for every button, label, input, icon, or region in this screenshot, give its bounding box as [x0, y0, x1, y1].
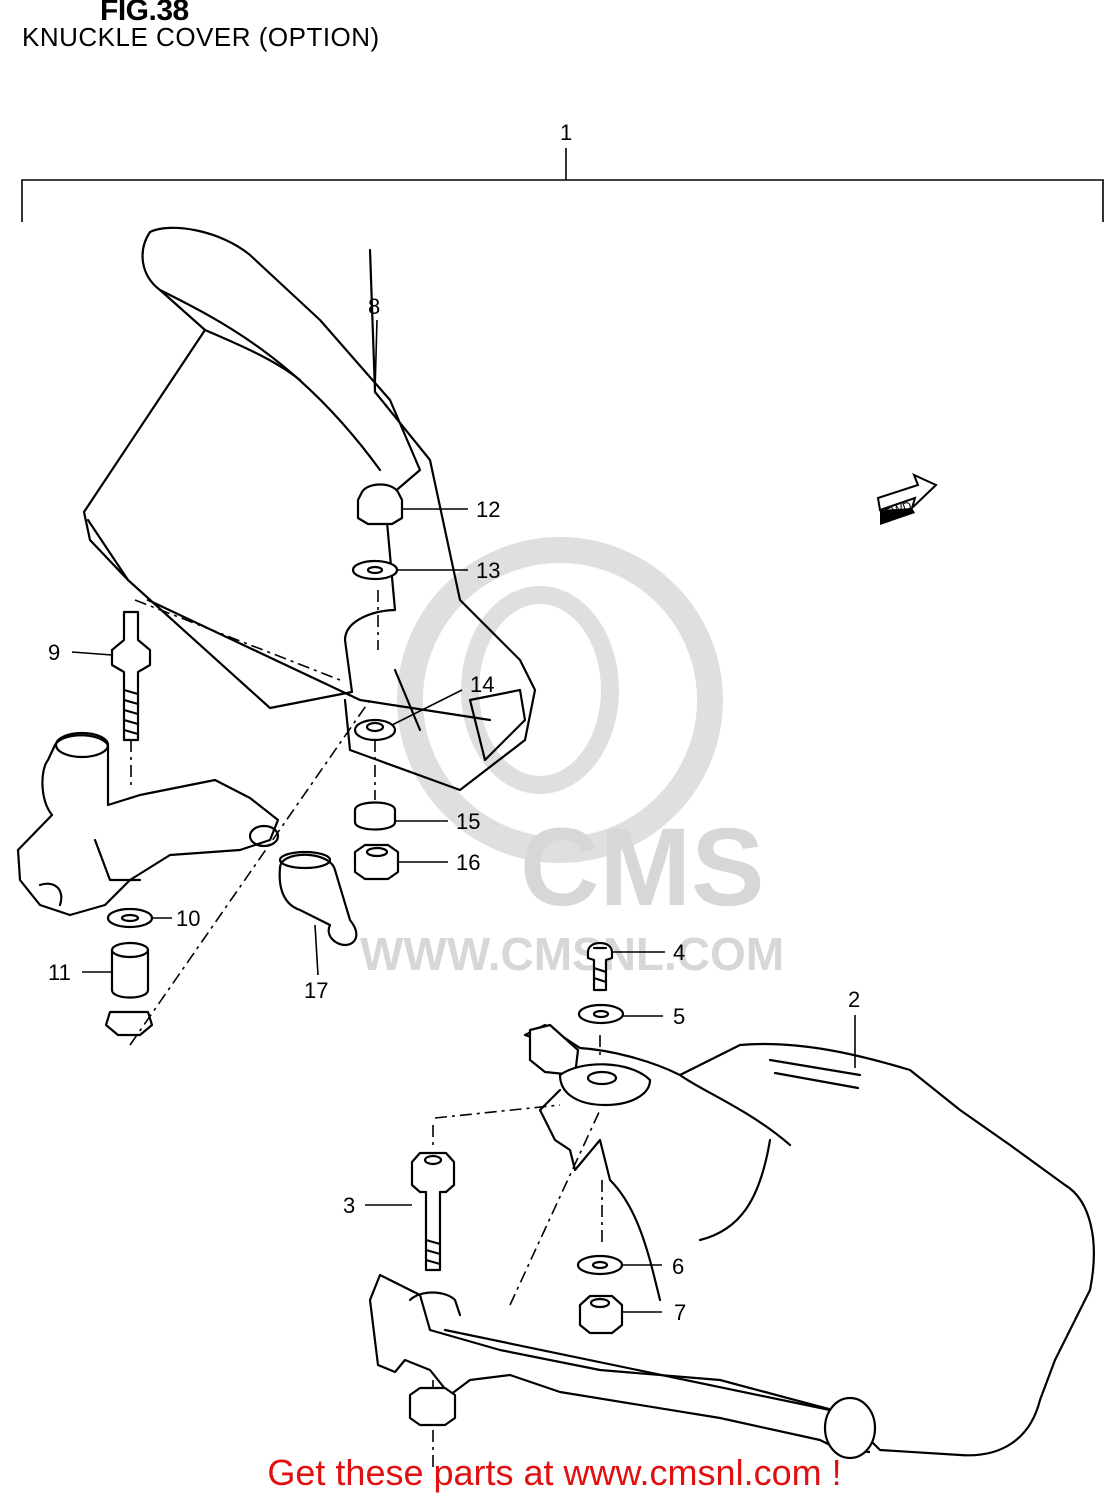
screw-4 — [586, 941, 614, 992]
bolt-3 — [410, 1151, 456, 1272]
callout-12: 12 — [476, 497, 500, 522]
callout-14: 14 — [470, 672, 494, 697]
forward-arrow-icon: FWD — [876, 473, 938, 525]
callout-9: 9 — [48, 640, 60, 665]
callout-labels: 1 2 3 4 5 6 7 8 9 10 11 12 13 14 15 16 1… — [48, 120, 860, 1325]
lower-knuckle-cover — [368, 1023, 1095, 1460]
figure-subtitle: KNUCKLE COVER (OPTION) — [22, 22, 380, 52]
figure-title: FIG.38 — [100, 0, 189, 27]
assembly-bracket — [21, 148, 1104, 222]
nut-7 — [578, 1294, 624, 1335]
washer-10 — [106, 907, 154, 929]
grommet-17 — [278, 850, 358, 947]
lower-bracket — [528, 1023, 652, 1107]
washer-15 — [353, 801, 397, 831]
callout-15: 15 — [456, 809, 480, 834]
callout-17: 17 — [304, 978, 328, 1003]
callout-1: 1 — [560, 120, 572, 145]
bushing-14 — [353, 718, 397, 742]
mounting-block — [16, 731, 280, 917]
watermark-brand: CMS — [520, 806, 764, 929]
stud-bolt — [110, 610, 152, 790]
callout-8: 8 — [368, 294, 380, 319]
washer-5 — [577, 1003, 625, 1025]
callout-11: 11 — [48, 960, 71, 985]
footer-link-text[interactable]: Get these parts at www.cmsnl.com ! — [267, 1452, 842, 1493]
washer-6 — [576, 1254, 624, 1276]
callout-5: 5 — [673, 1004, 685, 1029]
nut-16 — [353, 843, 400, 881]
upper-knuckle-cover — [82, 226, 537, 792]
washer-13 — [351, 559, 399, 581]
watermark-url: WWW.CMSNL.COM — [360, 928, 784, 980]
cmsnl-watermark: CMS WWW.CMSNL.COM — [360, 537, 784, 980]
callout-6: 6 — [672, 1254, 684, 1279]
leader-lines — [71, 319, 856, 1313]
cap-nut-12 — [356, 483, 404, 526]
collar-11 — [110, 941, 150, 999]
callout-4: 4 — [673, 940, 685, 965]
callout-10: 10 — [176, 906, 200, 931]
nut-lower-center — [408, 1386, 457, 1427]
callout-7: 7 — [674, 1300, 686, 1325]
callout-16: 16 — [456, 850, 480, 875]
callout-2: 2 — [848, 987, 860, 1012]
callout-13: 13 — [476, 558, 500, 583]
callout-3: 3 — [343, 1193, 355, 1218]
